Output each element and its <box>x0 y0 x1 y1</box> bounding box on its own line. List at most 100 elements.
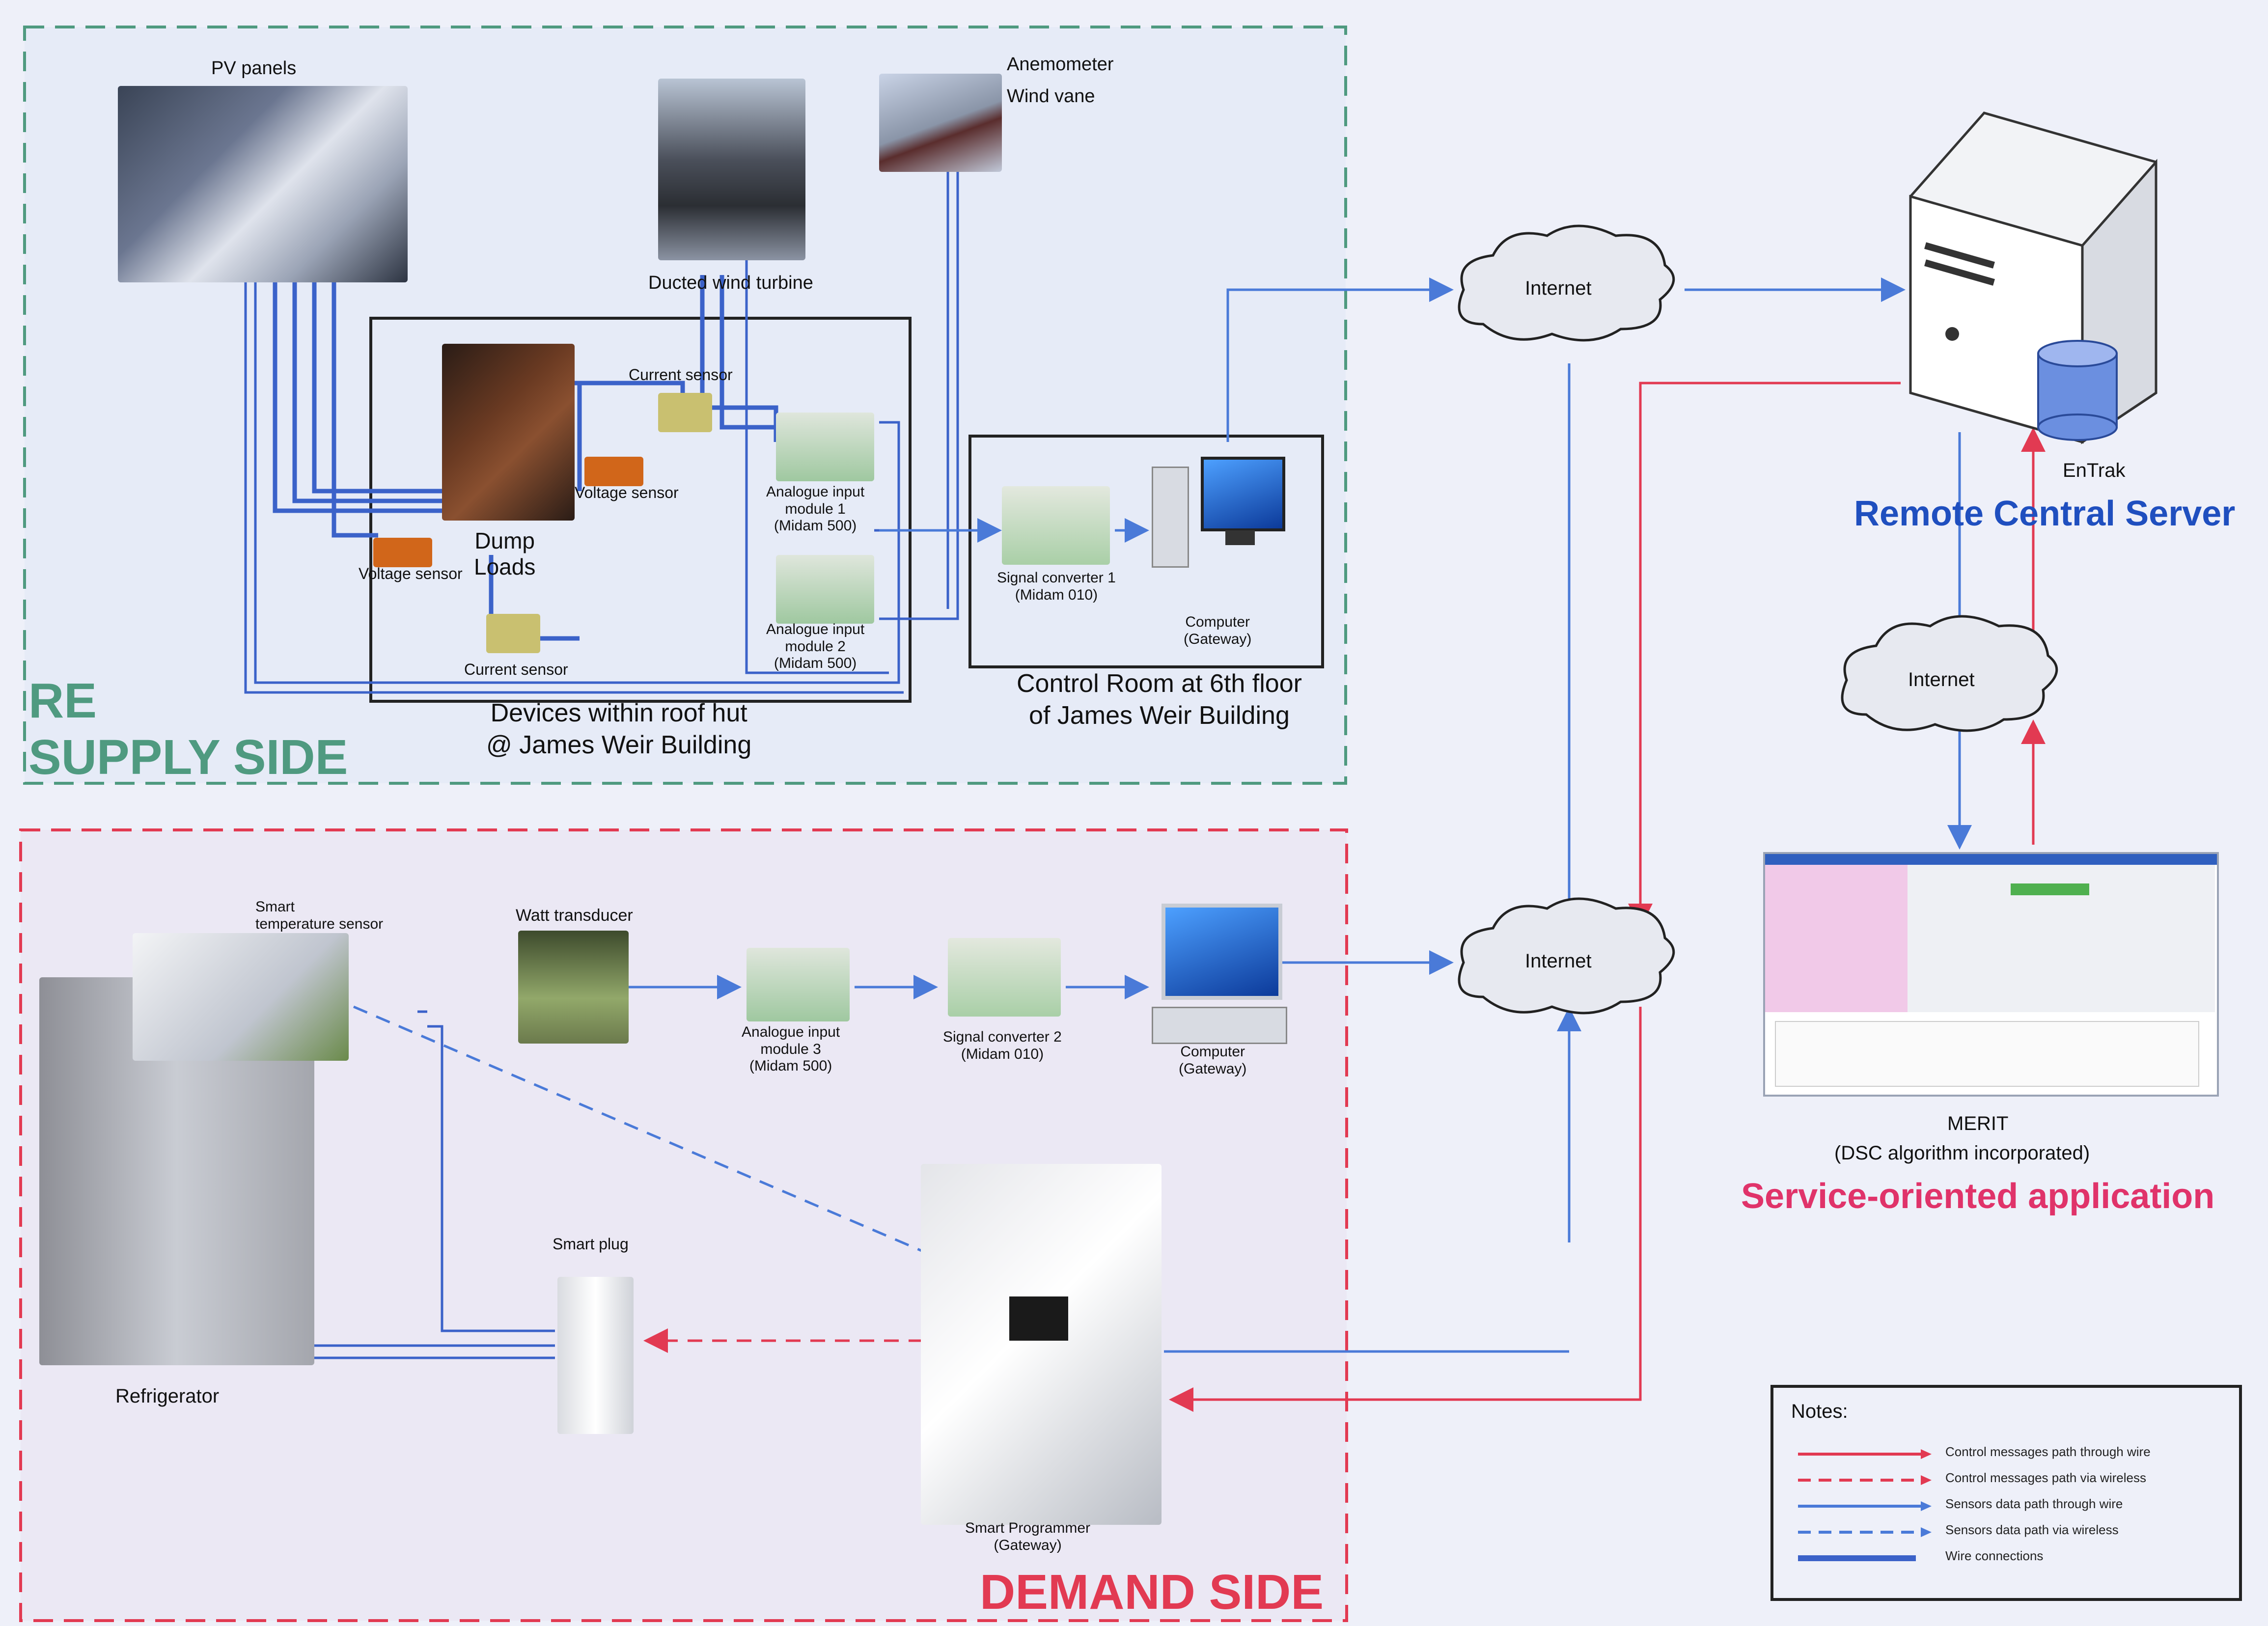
computer-1-line-2: (Gateway) <box>1184 631 1252 647</box>
computer-2-line-2: (Gateway) <box>1179 1060 1247 1077</box>
smart-plug-photo <box>557 1277 634 1434</box>
notes-title: Notes: <box>1791 1401 1848 1422</box>
pv-panels-label: PV panels <box>211 58 297 79</box>
anemometer-photo <box>879 74 1002 172</box>
database-icon <box>2037 340 2118 441</box>
sensor-wires <box>244 118 959 694</box>
anemometer-label: Anemometer <box>1007 54 1114 75</box>
aim1-line-2: module 1 <box>785 500 846 517</box>
legend-line-wire-connections <box>1798 1555 1916 1561</box>
merit-label: MERIT <box>1947 1113 2009 1134</box>
notes-legend: Notes: Control messages path through wir… <box>1770 1385 2242 1601</box>
current-sensor-bottom-photo <box>486 614 540 653</box>
internet-top-label: Internet <box>1525 277 1592 299</box>
roof-hut-line-1: Devices within roof hut <box>490 699 747 727</box>
aim3-label: Analogue input module 3 (Midam 500) <box>742 1024 840 1075</box>
aim2-line-2: module 2 <box>785 638 846 655</box>
legend-line-sensor-wire <box>1798 1501 1932 1511</box>
legend-row-wire-connections: Wire connections <box>1798 1548 2230 1568</box>
supply-title-line-2: SUPPLY SIDE <box>28 730 348 785</box>
computer-1-line-1: Computer <box>1185 614 1250 630</box>
legend-row-sensor-wire: Sensors data path through wire <box>1798 1496 2230 1516</box>
smart-programmer-line-2: (Gateway) <box>994 1537 1062 1553</box>
legend-text-sensor-wire: Sensors data path through wire <box>1945 1496 2123 1511</box>
signal-converter-1-label: Signal converter 1 (Midam 010) <box>997 570 1116 604</box>
aim2-photo <box>776 555 874 624</box>
legend-row-sensor-wireless: Sensors data path via wireless <box>1798 1522 2230 1542</box>
current-sensor-top-photo <box>658 393 712 432</box>
signal-converter-1-photo <box>1002 486 1110 565</box>
aim3-photo <box>747 948 850 1021</box>
computer-2-label: Computer (Gateway) <box>1179 1044 1246 1077</box>
smart-plug-label: Smart plug <box>553 1235 629 1253</box>
merit-app-screenshot <box>1763 852 2219 1097</box>
control-room-line-1: Control Room at 6th floor <box>1017 669 1302 698</box>
entrak-label: EnTrak <box>2063 460 2126 481</box>
legend-text-control-wireless: Control messages path via wireless <box>1945 1470 2146 1485</box>
computer-1-label: Computer (Gateway) <box>1184 614 1251 648</box>
signal-converter-1-line-1: Signal converter 1 <box>997 570 1116 586</box>
smart-temperature-sensor-photo <box>133 933 349 1061</box>
smart-temp-line-2: temperature sensor <box>255 915 384 932</box>
refrigerator-label: Refrigerator <box>115 1385 220 1407</box>
legend-text-wire-connections: Wire connections <box>1945 1548 2044 1563</box>
aim2-label: Analogue input module 2 (Midam 500) <box>766 621 864 672</box>
wind-vane-label: Wind vane <box>1007 86 1095 107</box>
internet-cloud-bottom <box>1458 897 1675 1015</box>
internet-bottom-label: Internet <box>1525 950 1592 972</box>
legend-text-sensor-wireless: Sensors data path via wireless <box>1945 1522 2119 1537</box>
remote-central-server-title: Remote Central Server <box>1854 494 2236 533</box>
roof-hut-line-2: @ James Weir Building <box>486 731 752 759</box>
signal-converter-2-label: Signal converter 2 (Midam 010) <box>943 1029 1062 1063</box>
computer-2-line-1: Computer <box>1180 1044 1245 1060</box>
legend-line-sensor-wireless <box>1798 1527 1932 1537</box>
aim1-label: Analogue input module 1 (Midam 500) <box>766 484 864 535</box>
smart-programmer-line-1: Smart Programmer <box>965 1520 1091 1536</box>
watt-transducer-photo <box>518 931 629 1044</box>
legend-text-control-wire: Control messages path through wire <box>1945 1444 2151 1459</box>
voltage-sensor-1-label: Voltage sensor <box>575 484 679 501</box>
voltage-sensor-2-photo <box>373 538 432 567</box>
supply-title-line-1: RE <box>28 673 97 728</box>
ducted-wind-turbine-label: Ducted wind turbine <box>648 273 813 293</box>
computer-2-icon <box>1152 904 1287 1046</box>
supply-side-title: RE SUPPLY SIDE <box>28 673 348 786</box>
legend-row-control-wire: Control messages path through wire <box>1798 1444 2230 1464</box>
dump-loads-label: Dump Loads <box>474 528 535 580</box>
aim1-line-1: Analogue input <box>766 484 865 500</box>
roof-hut-label: Devices within roof hut @ James Weir Bui… <box>486 697 751 761</box>
aim3-line-1: Analogue input <box>742 1024 840 1040</box>
computer-1-icon <box>1152 457 1285 570</box>
legend-line-control-wire <box>1798 1449 1932 1459</box>
control-room-label: Control Room at 6th floor of James Weir … <box>1017 668 1302 732</box>
voltage-sensor-1-photo <box>584 457 643 486</box>
current-sensor-top-label: Current sensor <box>629 366 733 384</box>
current-sensor-bottom-label: Current sensor <box>464 661 568 678</box>
aim3-line-2: module 3 <box>760 1041 821 1057</box>
legend-row-control-wireless: Control messages path via wireless <box>1798 1470 2230 1490</box>
signal-converter-1-line-2: (Midam 010) <box>1015 586 1098 603</box>
smart-programmer-photo <box>921 1164 1162 1525</box>
dump-loads-photo <box>442 344 575 521</box>
internet-cloud-top <box>1458 224 1675 342</box>
control-room-line-2: of James Weir Building <box>1029 701 1290 730</box>
control-room-frame <box>968 435 1324 668</box>
aim2-line-3: (Midam 500) <box>774 655 857 671</box>
smart-temp-line-1: Smart <box>255 899 295 915</box>
ducted-wind-turbine-photo <box>658 79 805 260</box>
voltage-sensor-2-label: Voltage sensor <box>359 565 463 582</box>
smart-temperature-sensor-label: Smart temperature sensor <box>255 899 383 933</box>
pv-panels-photo <box>118 86 408 282</box>
internet-mid-label: Internet <box>1908 669 1975 690</box>
dump-loads-line-1: Dump <box>474 528 535 553</box>
aim1-line-3: (Midam 500) <box>774 518 857 534</box>
smart-programmer-label: Smart Programmer (Gateway) <box>965 1520 1090 1554</box>
dump-loads-line-2: Loads <box>474 553 536 579</box>
aim2-line-1: Analogue input <box>766 621 865 637</box>
signal-converter-2-photo <box>948 938 1061 1017</box>
legend-line-control-wireless <box>1798 1475 1932 1485</box>
watt-transducer-label: Watt transducer <box>516 906 633 925</box>
signal-converter-2-line-1: Signal converter 2 <box>943 1029 1062 1045</box>
